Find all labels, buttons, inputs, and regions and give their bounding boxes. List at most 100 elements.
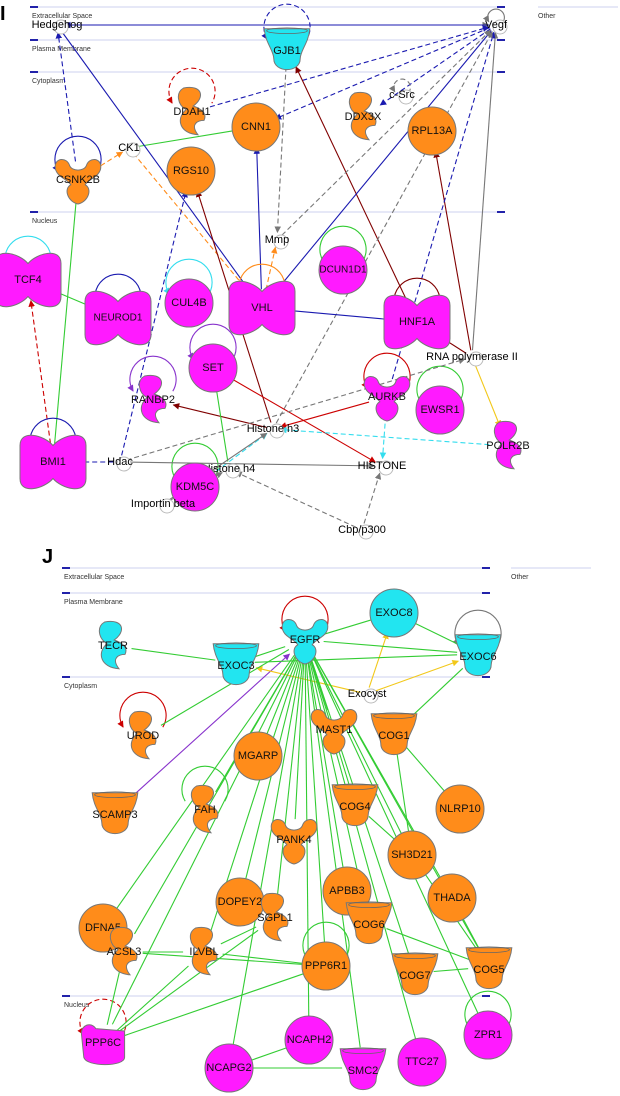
node-label: THADA (433, 892, 471, 904)
node-ranbp2[interactable]: RANBP2 (131, 374, 175, 424)
node-sh3d21[interactable]: SH3D21 (387, 830, 437, 880)
node-tecr[interactable]: TECR (98, 620, 128, 670)
edge-histoneh3-vegf (275, 31, 493, 424)
node-mmp[interactable]: Mmp (265, 234, 289, 250)
node-cog6[interactable]: COG6 (345, 901, 393, 945)
node-ilvbl[interactable]: ILVBL (189, 926, 219, 976)
node-scamp3[interactable]: SCAMP3 (91, 791, 139, 835)
node-marker (53, 19, 69, 35)
node-mast1[interactable]: MAST1 (310, 708, 358, 755)
node-shape-circle (188, 343, 238, 393)
node-cog4[interactable]: COG4 (331, 783, 379, 827)
node-cbpp300[interactable]: Cbp/p300 (338, 524, 386, 540)
node-ck1[interactable]: CK1 (118, 142, 141, 158)
node-vegf[interactable]: Vegf (485, 19, 508, 35)
node-mgarp[interactable]: MGARP (233, 731, 283, 781)
node-shape-circle (164, 278, 214, 328)
node-bmi1[interactable]: BMI1 (19, 434, 87, 490)
node-csnk2b[interactable]: CSNK2B (54, 158, 102, 205)
node-shape-tf (19, 434, 87, 490)
node-histoneh3[interactable]: Histone h3 (247, 423, 300, 439)
edge-ppp6c-ilvbl (116, 965, 189, 1031)
node-acsl3[interactable]: ACSL3 (107, 926, 142, 976)
node-shape-kinase (54, 158, 102, 205)
node-label: MAST1 (316, 724, 353, 736)
edge-hedgehog-vhl (60, 30, 251, 292)
node-set[interactable]: SET (188, 343, 238, 393)
node-hdac[interactable]: Hdac (107, 456, 133, 472)
node-ddx3x[interactable]: DDX3X (345, 91, 382, 141)
node-label: COG5 (473, 964, 504, 976)
node-ppp6r1[interactable]: PPP6R1 (301, 941, 351, 991)
node-shape-circle (407, 106, 457, 156)
node-rpl13a[interactable]: RPL13A (407, 106, 457, 156)
edge-thada-cog5 (460, 914, 480, 949)
node-aurkb[interactable]: AURKB (363, 375, 411, 422)
node-ddah1[interactable]: DDAH1 (173, 86, 211, 136)
node-shape-circle (369, 588, 419, 638)
node-gjb1[interactable]: GJB1 (263, 27, 311, 71)
edge-egfr-ppp6c (111, 656, 298, 1025)
node-smc2[interactable]: SMC2 (339, 1047, 387, 1091)
node-polr2b[interactable]: POLR2B (486, 420, 530, 470)
node-vhl[interactable]: VHL (228, 280, 296, 336)
node-neurod1[interactable]: NEUROD1 (84, 290, 152, 346)
node-fah[interactable]: FAH (190, 784, 219, 834)
edge-rnapol2-rpl13a (433, 150, 472, 351)
edge-ilvbl-ppp6r1 (222, 953, 306, 965)
edge-bmi1-tcf4 (28, 300, 52, 444)
node-importinbeta[interactable]: Importin beta (131, 498, 196, 514)
edge-cog4-sh3d21 (368, 816, 397, 842)
node-hedgehog[interactable]: Hedgehog (32, 19, 83, 35)
edge-vegf-ddx3x (379, 28, 491, 106)
node-label: HISTONE (358, 460, 407, 472)
node-shape-enzyme (260, 892, 289, 942)
node-pank4[interactable]: PANK4 (270, 818, 318, 865)
node-rnapol2[interactable]: RNA polymerase II (426, 351, 518, 367)
node-thada[interactable]: THADA (427, 873, 477, 923)
node-cog1[interactable]: COG1 (370, 712, 418, 756)
node-ncaph2[interactable]: NCAPH2 (284, 1015, 334, 1065)
node-kdm5c[interactable]: KDM5C (170, 462, 220, 512)
node-hnf1a[interactable]: HNF1A (383, 294, 451, 350)
node-histoneh4[interactable]: Histone h4 (203, 463, 256, 479)
node-cog5[interactable]: COG5 (465, 946, 513, 990)
edge-ppp6c-ppp6r1 (120, 972, 307, 1038)
edge-egfr-sgpl1 (276, 658, 304, 898)
node-label: SGPL1 (257, 912, 292, 924)
node-ewsr1[interactable]: EWSR1 (415, 385, 465, 435)
node-dcun1d1[interactable]: DCUN1D1 (318, 245, 368, 295)
node-nlrp10[interactable]: NLRP10 (435, 784, 485, 834)
node-label: CNN1 (241, 121, 271, 133)
edge-vhl-mmp (265, 246, 278, 290)
self-edge-set (187, 323, 237, 360)
node-shape-enzyme (98, 620, 127, 670)
node-cul4b[interactable]: CUL4B (164, 278, 214, 328)
node-ncapg2[interactable]: NCAPG2 (204, 1043, 254, 1093)
node-tcf4[interactable]: TCF4 (0, 252, 62, 308)
edge-exoc8-exoc6 (410, 620, 460, 646)
node-label: Hdac (107, 456, 133, 468)
node-cog7[interactable]: COG7 (391, 952, 439, 996)
node-exoc8[interactable]: EXOC8 (369, 588, 419, 638)
node-exoc6[interactable]: EXOC6 (454, 633, 502, 677)
node-sgpl1[interactable]: SGPL1 (257, 892, 293, 942)
edge-hdac-rgs10 (121, 190, 188, 456)
node-cnn1[interactable]: CNN1 (231, 102, 281, 152)
node-shape-cup (370, 713, 418, 756)
node-rgs10[interactable]: RGS10 (166, 146, 216, 196)
node-egfr[interactable]: EGFR (281, 618, 329, 665)
node-ppp6c[interactable]: PPP6C (80, 1024, 126, 1066)
node-urod[interactable]: UROD (127, 710, 159, 760)
node-exoc3[interactable]: EXOC3 (212, 642, 260, 686)
node-label: SET (202, 362, 224, 374)
node-exocyst[interactable]: Exocyst (348, 688, 387, 704)
node-zpr1[interactable]: ZPR1 (463, 1010, 513, 1060)
node-dopey2[interactable]: DOPEY2 (215, 877, 265, 927)
node-csrc[interactable]: c-Src (389, 89, 415, 105)
node-ttc27[interactable]: TTC27 (397, 1037, 447, 1087)
node-histone[interactable]: HISTONE (358, 460, 407, 476)
edge-egfr-exoc8 (322, 618, 375, 636)
edge-ppp6c-sgpl1 (117, 929, 259, 1033)
